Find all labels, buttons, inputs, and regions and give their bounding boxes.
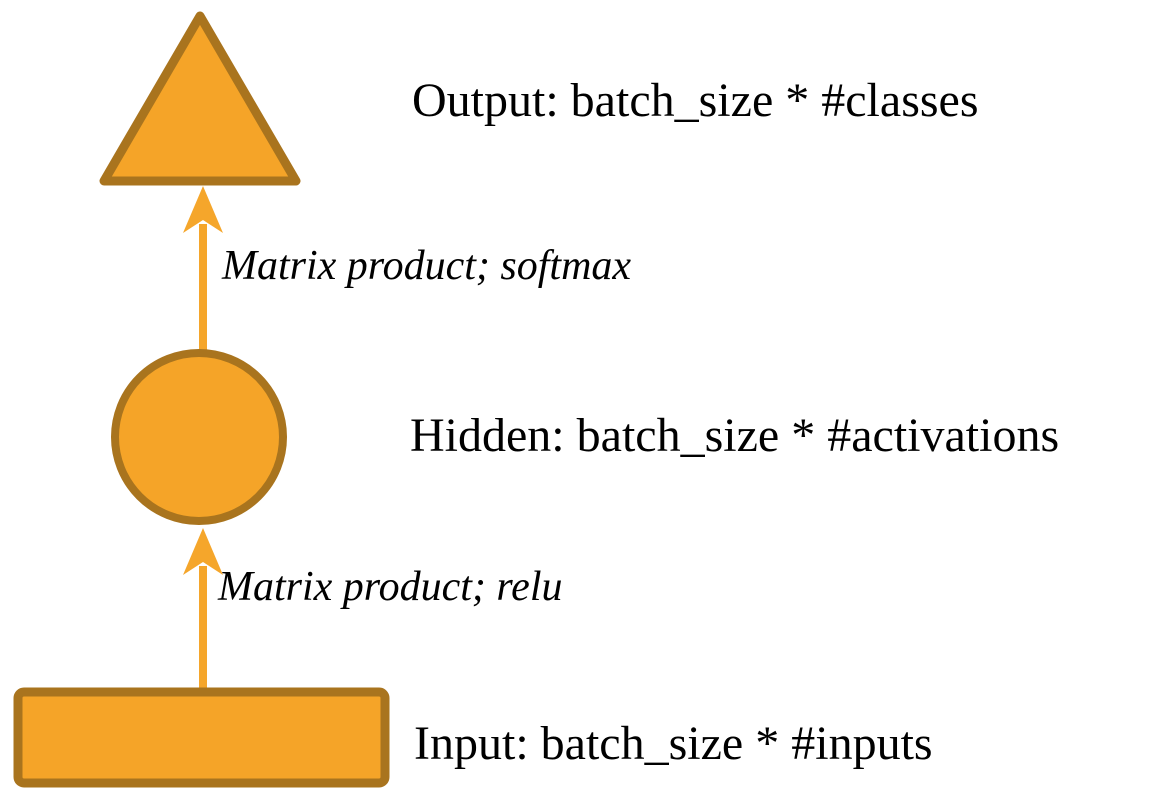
arrow-up-icon [183, 528, 223, 575]
arrow-up-icon [183, 186, 223, 233]
hidden-node-circle[interactable] [111, 349, 287, 525]
output-node-triangle[interactable] [99, 11, 301, 186]
input-node-rectangle[interactable] [13, 687, 390, 788]
input-node-label: Input: batch_size * #inputs [414, 717, 933, 770]
relu-edge-label: Matrix product; relu [218, 564, 563, 610]
edge-hidden-to-output [183, 186, 223, 352]
hidden-node-label: Hidden: batch_size * #activations [410, 409, 1060, 462]
edge-input-to-hidden [183, 528, 223, 694]
softmax-edge-label: Matrix product; softmax [222, 243, 632, 289]
output-node-label: Output: batch_size * #classes [412, 74, 979, 127]
